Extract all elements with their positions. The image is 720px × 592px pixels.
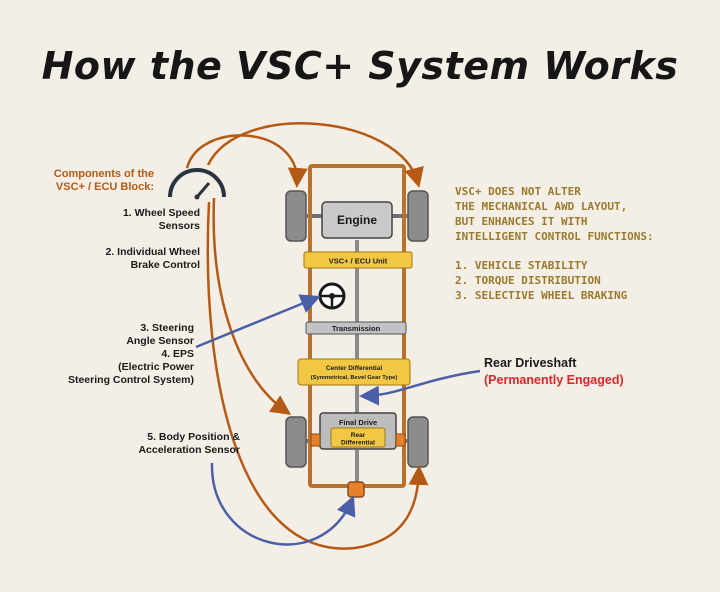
engine-block [321, 201, 393, 239]
vsc-note-line3: BUT ENHANCES IT WITH [455, 215, 588, 228]
label-brake-control-line2: Brake Control [130, 259, 200, 271]
vsc-function-1: 1. VEHICLE STABILITY [455, 259, 588, 272]
ecu-box [303, 251, 413, 269]
label-body-position-line1: 5. Body Position & [147, 431, 240, 443]
center-diff-label-line2: (Symmetrical, Bevel Gear Type) [311, 375, 398, 381]
vsc-note-line2: THE MECHANICAL AWD LAYOUT, [455, 200, 628, 213]
label-brake-control: 2. Individual Wheel Brake Control [86, 246, 200, 272]
vsc-note: VSC+ DOES NOT ALTER THE MECHANICAL AWD L… [455, 184, 705, 303]
arrow-from-body-sensor [210, 462, 356, 546]
label-steering-line4: (Electric Power [118, 361, 194, 373]
rear-left-wheel [285, 416, 307, 468]
engine-label: Engine [337, 213, 377, 227]
components-header: Components of the VSC+ / ECU Block: [48, 168, 154, 194]
components-header-line2: VSC+ / ECU Block: [55, 181, 154, 193]
arrow-to-rear-left [212, 197, 292, 415]
transmission-label: Transmission [332, 324, 381, 333]
page-title: How the VSC+ System Works [41, 44, 679, 88]
rear-diff-box [330, 427, 386, 448]
rear-diff-label-line1: Rear [351, 432, 366, 439]
arrow-to-driveshaft [359, 369, 481, 406]
rear-right-brake [395, 433, 406, 447]
components-header-line1: Components of the [53, 168, 154, 180]
center-diff-box [297, 358, 411, 386]
vsc-note-line1: VSC+ DOES NOT ALTER [455, 185, 581, 198]
rear-driveshaft-subtitle: (Permanently Engaged) [484, 373, 624, 387]
vsc-note-line4: INTELLIGENT CONTROL FUNCTIONS: [455, 230, 654, 243]
ecu-label: VSC+ / ECU Unit [329, 257, 388, 266]
arrow-to-steering [195, 294, 321, 349]
center-diff-label-line1: Center Differential [326, 365, 383, 372]
label-wheel-speed-line2: Sensors [158, 220, 200, 232]
front-right-wheel [407, 190, 429, 242]
label-steering-line3: 4. EPS [161, 348, 194, 360]
rear-diff-label-line2: Differential [341, 440, 375, 447]
label-steering: 3. Steering Angle Sensor 4. EPS (Electri… [60, 322, 194, 387]
front-left-wheel [285, 190, 307, 242]
final-drive-label: Final Drive [339, 418, 377, 427]
label-steering-line2: Angle Sensor [126, 335, 194, 347]
arrow-to-front-right [206, 122, 424, 188]
steering-wheel-icon [318, 282, 346, 310]
label-brake-control-line1: 2. Individual Wheel [105, 246, 200, 258]
arrow-to-front-left [185, 134, 308, 188]
vsc-function-3: 3. SELECTIVE WHEEL BRAKING [455, 289, 628, 302]
rear-left-brake [310, 433, 321, 447]
rear-driveshaft-title: Rear Driveshaft [484, 356, 577, 370]
label-steering-line5: Steering Control System) [67, 374, 194, 386]
arrow-to-rear-right [206, 201, 429, 550]
rear-right-wheel [407, 416, 429, 468]
transmission-box [305, 321, 407, 335]
label-wheel-speed-line1: 1. Wheel Speed [122, 207, 200, 219]
label-wheel-speed: 1. Wheel Speed Sensors [96, 207, 200, 233]
gauge-icon [168, 168, 226, 200]
vsc-function-2: 2. TORQUE DISTRIBUTION [455, 274, 601, 287]
body-position-sensor [347, 481, 365, 498]
label-body-position: 5. Body Position & Acceleration Sensor [100, 431, 240, 457]
label-steering-line1: 3. Steering [140, 322, 194, 334]
label-body-position-line2: Acceleration Sensor [138, 444, 240, 456]
